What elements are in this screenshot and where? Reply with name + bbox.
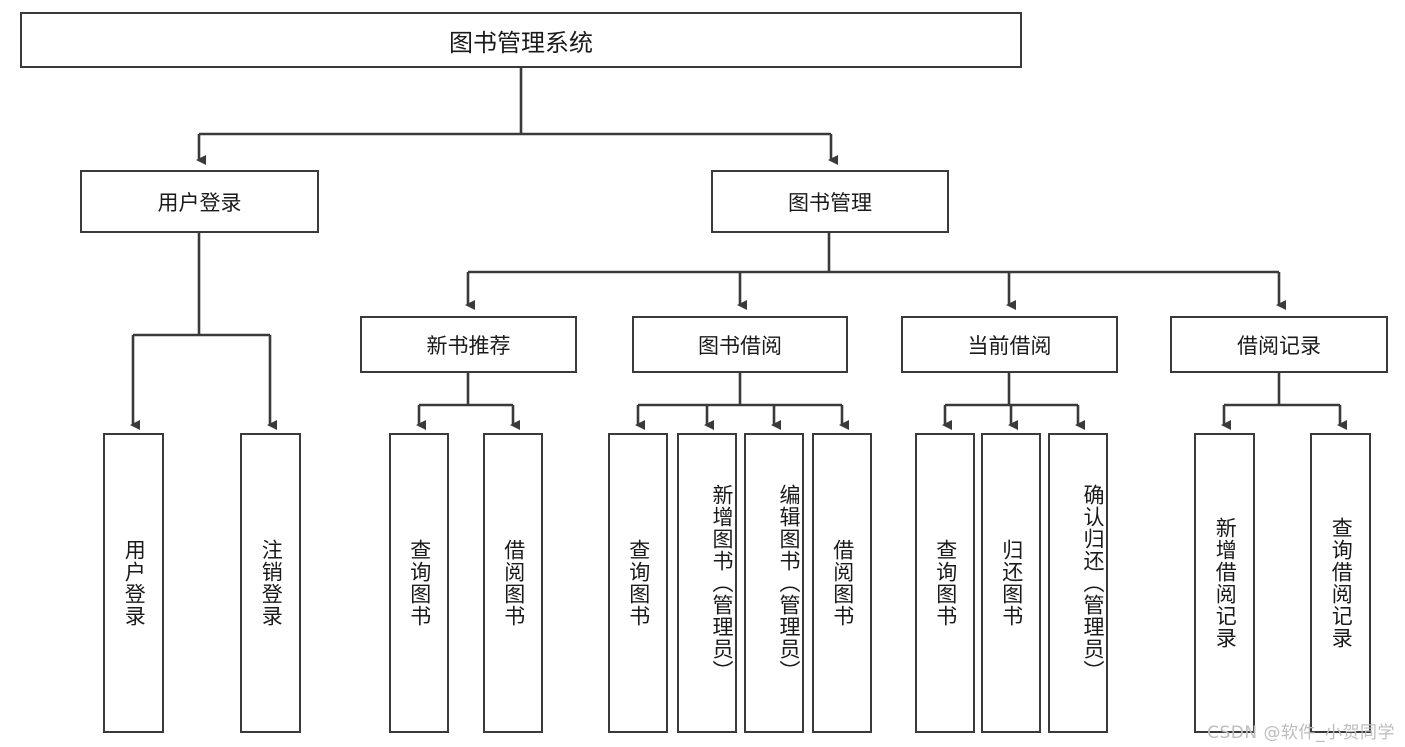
watermark: CSDN @软件_小贺同学 <box>1207 723 1395 743</box>
leaf-borrow-book[interactable]: 借阅图书 <box>812 433 872 733</box>
node-new-book-recommend[interactable]: 新书推荐 <box>360 316 577 373</box>
leaf-borrow-book-recommend[interactable]: 借阅图书 <box>483 433 543 733</box>
leaf-query-book-current[interactable]: 查询图书 <box>915 433 975 733</box>
node-current-borrow[interactable]: 当前借阅 <box>901 316 1118 373</box>
leaf-user-login[interactable]: 用户登录 <box>103 433 164 733</box>
leaf-edit-book-admin[interactable]: 编辑图书（管理员） <box>744 433 804 733</box>
leaf-query-book-recommend[interactable]: 查询图书 <box>389 433 449 733</box>
leaf-query-borrow-record[interactable]: 查询借阅记录 <box>1310 433 1371 733</box>
node-book-borrow[interactable]: 图书借阅 <box>632 316 848 373</box>
leaf-add-book-admin[interactable]: 新增图书（管理员） <box>677 433 737 733</box>
leaf-add-borrow-record[interactable]: 新增借阅记录 <box>1194 433 1255 733</box>
node-book-management[interactable]: 图书管理 <box>711 170 949 233</box>
node-borrow-record[interactable]: 借阅记录 <box>1170 316 1388 373</box>
leaf-user-logout[interactable]: 注销登录 <box>240 433 301 733</box>
node-root[interactable]: 图书管理系统 <box>20 12 1022 68</box>
leaf-return-book[interactable]: 归还图书 <box>981 433 1041 733</box>
leaf-query-book-borrow[interactable]: 查询图书 <box>608 433 668 733</box>
leaf-confirm-return-admin[interactable]: 确认归还（管理员） <box>1048 433 1108 733</box>
node-user-login[interactable]: 用户登录 <box>80 170 319 233</box>
